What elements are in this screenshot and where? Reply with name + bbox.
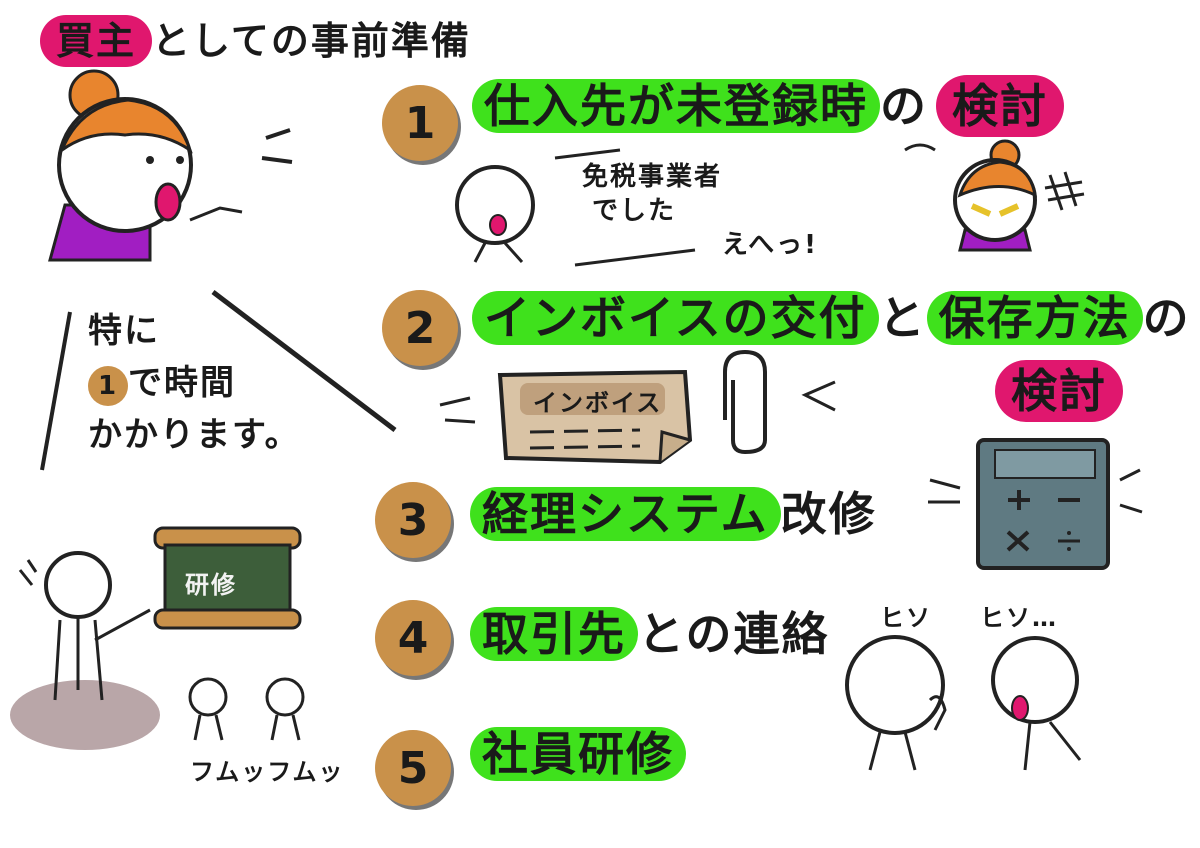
step-2-mid: と <box>878 291 927 345</box>
step-4: 取引先との連絡 <box>470 598 830 664</box>
buyer-character <box>48 69 293 262</box>
invoice-label: インボイス <box>533 389 663 417</box>
supplier-speech: 免税事業者 でした えへっ! <box>582 160 818 262</box>
calculator-illustration <box>928 438 1143 570</box>
step-5: 社員研修 <box>470 718 686 784</box>
step-3-rest: 改修 <box>780 487 877 541</box>
step-1-pink: 検討 <box>936 75 1064 137</box>
step-4-highlight: 取引先 <box>470 607 638 661</box>
chalkboard-label: 研修 <box>185 571 237 599</box>
step-2-pink-wrap: 検討 <box>995 355 1123 422</box>
title-highlight: 買主 <box>40 15 153 67</box>
step-number-3: 3 <box>375 482 451 558</box>
speech-line-3: えへっ! <box>722 230 819 260</box>
speech-line-1: 免税事業者 <box>582 162 723 192</box>
step-number-1: 1 <box>382 85 458 161</box>
step-2-pink: 検討 <box>995 360 1123 422</box>
supplier-character <box>455 148 696 267</box>
step-number-4: 4 <box>375 600 451 676</box>
step-2: インボイスの交付と保存方法の <box>472 282 1191 348</box>
step-2-highlight-2: 保存方法 <box>926 291 1143 345</box>
step-number-5: 5 <box>375 730 451 806</box>
training-scene <box>10 526 305 750</box>
side-note-line-3: かかります。 <box>88 415 301 455</box>
angry-character <box>904 139 1085 252</box>
step-1: 仕入先が未登録時の検討 <box>472 70 1064 137</box>
listeners-sound: フムッフムッ <box>190 758 345 786</box>
page-title: 買主としての事前準備 <box>40 10 471 67</box>
speech-line-2: でした <box>592 196 677 226</box>
whisper-left: ヒソ <box>880 604 932 632</box>
step-1-highlight: 仕入先が未登録時 <box>472 79 880 133</box>
side-note-line-2: で時間 <box>128 363 236 403</box>
title-rest: としての事前準備 <box>152 19 471 63</box>
step-2-highlight-1: インボイスの交付 <box>472 291 879 345</box>
step-5-highlight: 社員研修 <box>470 727 686 781</box>
side-note-circle-number: 1 <box>88 366 128 406</box>
step-4-rest: との連絡 <box>638 607 830 661</box>
invoice-paper-illustration <box>439 349 836 465</box>
step-3: 経理システム改修 <box>470 478 877 544</box>
whisper-right: ヒソ… <box>980 604 1058 632</box>
side-note-line-1: 特に <box>88 311 160 351</box>
step-number-2: 2 <box>382 290 458 366</box>
step-1-rest: の <box>880 79 928 133</box>
step-2-rest: の <box>1142 291 1191 345</box>
whispering-characters <box>845 635 1082 771</box>
step-3-highlight: 経理システム <box>470 487 781 541</box>
